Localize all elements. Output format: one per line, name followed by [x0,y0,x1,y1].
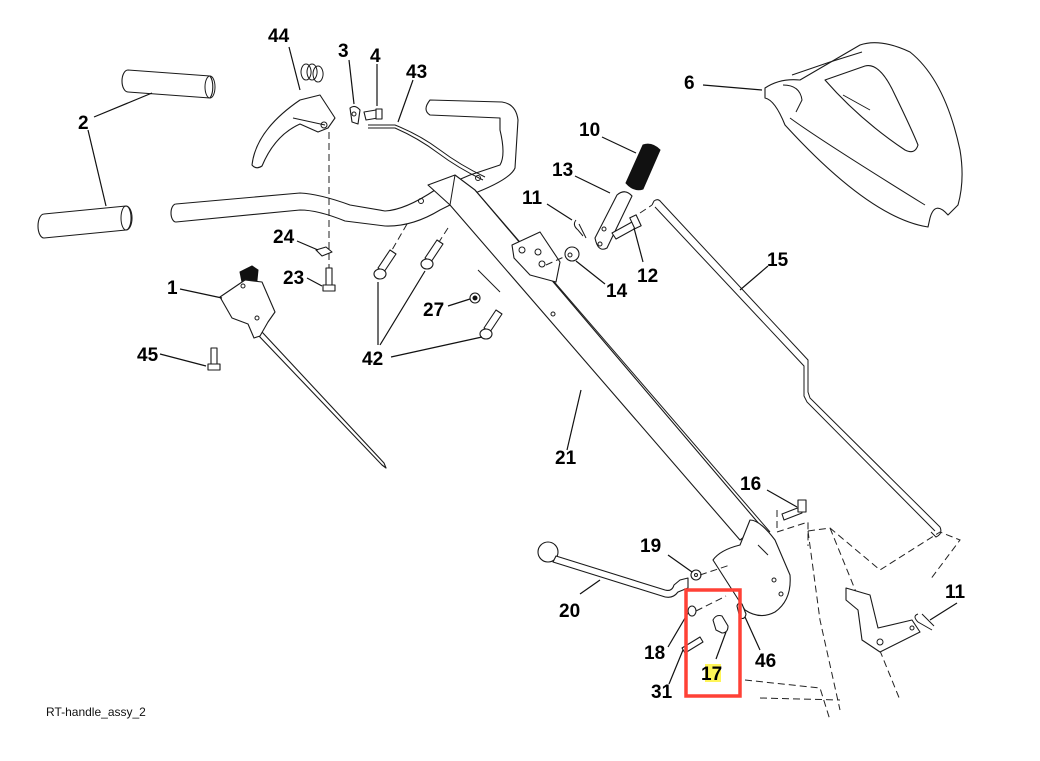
hairpin-clip-lower[interactable] [914,613,935,631]
hex-bolt-b[interactable] [420,239,444,270]
bolt-16[interactable] [781,499,807,521]
hairpin-clip-upper[interactable] [573,219,587,239]
callout-18[interactable]: 18 [644,643,665,664]
callout-44[interactable]: 44 [268,26,290,47]
console-cover[interactable] [764,42,963,228]
frame-bracket[interactable] [845,587,921,653]
assembly-line [545,255,567,266]
callout-19[interactable]: 19 [640,536,661,557]
bracket-strip [477,269,501,293]
nut-18[interactable] [687,605,697,617]
lock-nut[interactable] [469,292,481,304]
shift-rod[interactable] [651,199,942,538]
callout-21[interactable]: 21 [555,448,577,469]
callout-2[interactable]: 2 [78,113,89,134]
callout-14[interactable]: 14 [606,281,628,302]
callout-1[interactable]: 1 [167,278,178,299]
callout-15[interactable]: 15 [767,250,789,271]
hex-bolt-c[interactable] [479,309,503,340]
shoulder-bolt[interactable] [611,214,642,240]
callout-31[interactable]: 31 [651,682,673,703]
control-bail-assembly[interactable] [251,63,336,169]
assembly-line [438,227,449,243]
shift-bracket[interactable] [511,231,561,283]
pivot-plate[interactable] [712,519,791,617]
hex-bolt-a[interactable] [373,249,397,280]
assembly-line [695,595,727,612]
handle-grip-upper[interactable] [121,69,216,99]
callout-13[interactable]: 13 [552,160,573,181]
callout-20[interactable]: 20 [559,601,580,622]
callout-24[interactable]: 24 [273,227,295,248]
upper-handlebar[interactable] [170,99,519,227]
callout-labels: 44 3 4 43 2 6 10 13 11 12 14 15 24 23 1 … [78,26,966,703]
callout-42[interactable]: 42 [362,349,383,370]
callout-27[interactable]: 27 [423,300,444,321]
callout-43[interactable]: 43 [406,62,427,83]
highlight-box [684,588,742,698]
handle-tube[interactable] [427,174,771,541]
callout-17[interactable]: 17 [701,664,722,685]
assembly-line [639,204,653,214]
shift-knob[interactable] [625,143,661,191]
spacer-17[interactable] [712,614,729,634]
leader-lines [87,46,958,685]
callout-16[interactable]: 16 [740,474,761,495]
callout-23[interactable]: 23 [283,268,304,289]
callout-12[interactable]: 12 [637,266,658,287]
callout-46[interactable]: 46 [755,651,776,672]
callout-11-upper[interactable]: 11 [522,188,543,209]
diagram-caption: RT-handle_assy_2 [46,705,146,719]
spacer[interactable] [564,246,580,262]
assembly-line [391,223,408,251]
handle-height-lever[interactable] [537,541,689,598]
washer[interactable] [690,569,702,581]
screw[interactable] [363,108,383,121]
callout-3[interactable]: 3 [338,41,349,62]
assembly-line [699,564,731,576]
control-cable[interactable] [368,124,486,178]
handle-grip-lower[interactable] [37,205,133,239]
shift-lever[interactable] [594,191,633,250]
callout-highlight-marker [705,664,721,682]
cable-bracket[interactable] [349,105,361,125]
callout-45[interactable]: 45 [137,345,159,366]
callout-10[interactable]: 10 [579,120,600,141]
callout-11-lower[interactable]: 11 [945,582,966,603]
cable-clip[interactable] [315,246,333,257]
callout-6[interactable]: 6 [684,73,695,94]
depth-lever-bracket[interactable] [219,265,276,339]
bolt-45[interactable] [207,347,221,371]
control-cable-inner [368,127,484,181]
shift-rod-outline [654,206,936,532]
bolt-23[interactable] [322,267,336,292]
callout-4[interactable]: 4 [370,46,381,67]
